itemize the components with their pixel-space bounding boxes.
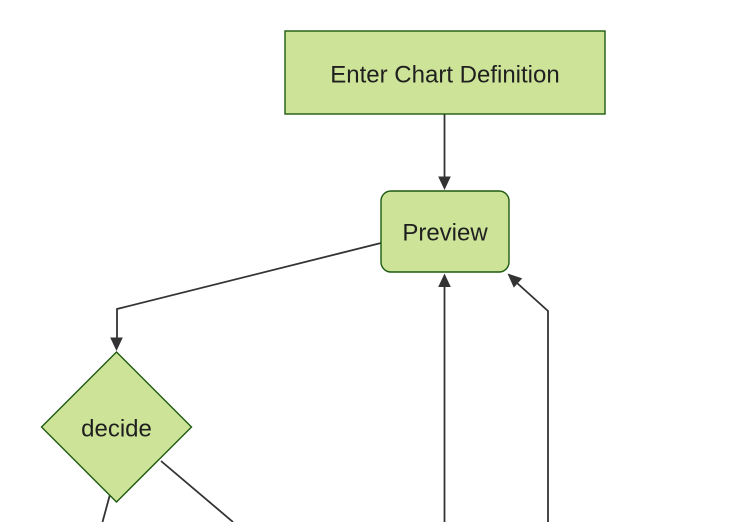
edge-bottomright-to-preview-line	[516, 282, 549, 522]
arrowhead-into-preview-top	[438, 176, 451, 190]
arrowhead-into-preview-bottom	[438, 273, 451, 287]
node-preview-label: Preview	[402, 219, 488, 246]
edge-preview-to-decide-line	[116, 242, 382, 340]
node-decide: decide	[40, 351, 193, 503]
node-preview-shape	[380, 190, 510, 273]
edge-decide-to-offscreen-left	[101, 494, 111, 522]
edge-bottomright-to-preview	[507, 273, 549, 522]
arrowhead-into-decide-top	[110, 337, 123, 351]
node-enter-chart-definition: Enter Chart Definition	[284, 30, 606, 115]
edge-preview-to-decide	[110, 242, 382, 351]
edge-bottom-to-preview	[438, 273, 451, 522]
edge-decide-to-offscreen-right	[160, 460, 234, 522]
node-enter-chart-definition-shape	[284, 30, 606, 115]
node-preview: Preview	[380, 190, 510, 273]
node-enter-chart-definition-label: Enter Chart Definition	[330, 61, 559, 88]
node-decide-shape	[40, 351, 193, 503]
arrowhead-into-preview-corner	[507, 273, 523, 288]
edge-enter-to-preview	[438, 114, 451, 190]
node-decide-label: decide	[81, 415, 152, 442]
